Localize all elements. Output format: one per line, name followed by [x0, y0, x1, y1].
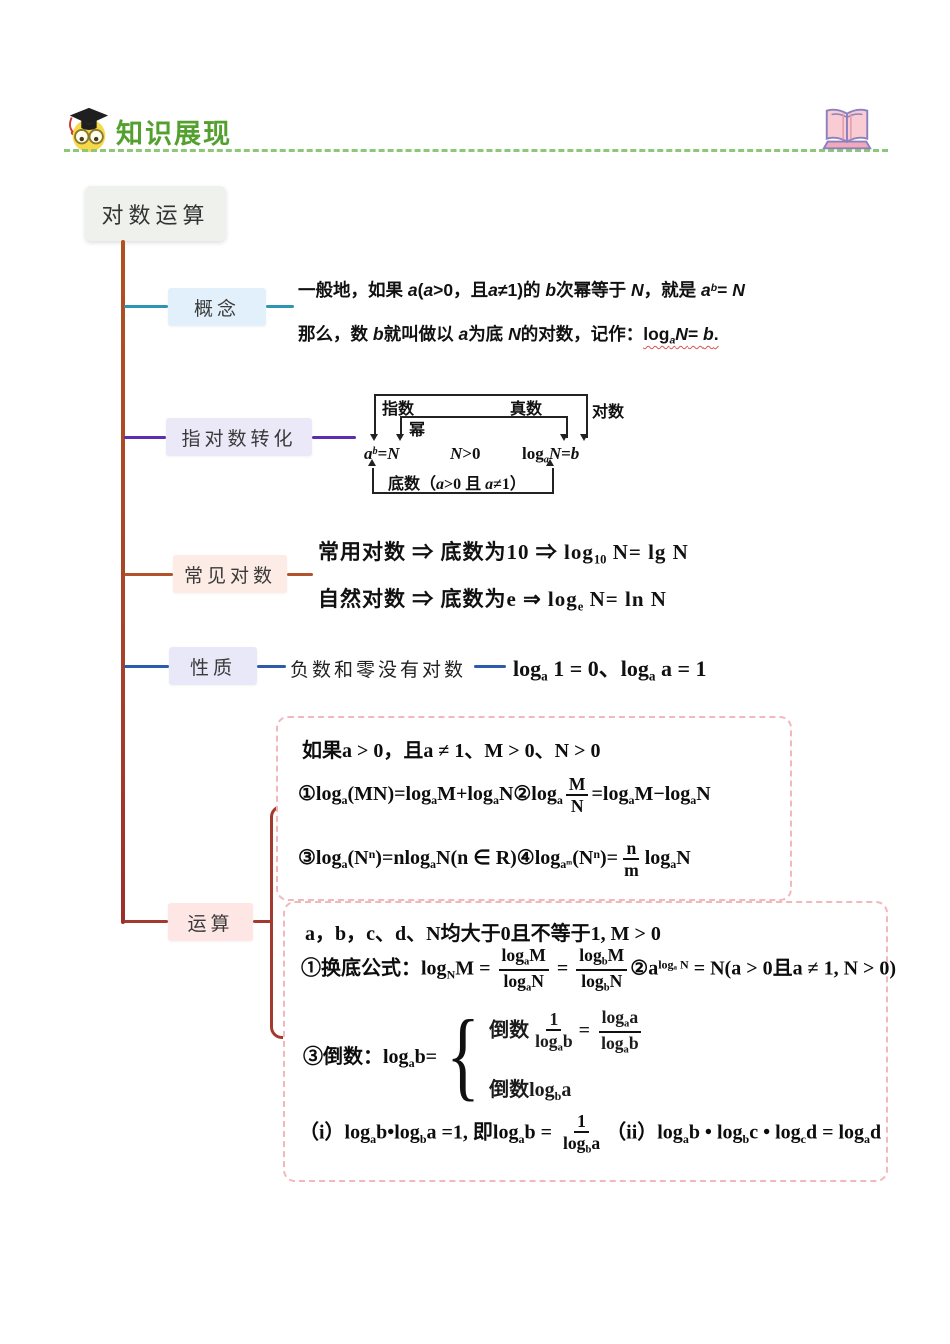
- conversion-diagram: 指数 真数 对数 幂 ab=N N>0 logaN=b 底数（a>0 且 a≠1…: [362, 386, 662, 508]
- header-divider: [64, 149, 888, 152]
- branch-line-property: [124, 665, 169, 668]
- arrow-up-icon: [368, 459, 376, 466]
- outer-bracket: [374, 394, 588, 438]
- reciprocal-label: ③倒数：logab=: [303, 1045, 438, 1071]
- label-power: 幂: [409, 422, 426, 439]
- concept-text-line2: 那么，数 b就叫做以 a为底 N的对数，记作：logaN= b.: [298, 321, 719, 347]
- base-bracket: [372, 468, 554, 494]
- reciprocal-case-2: 倒数logba: [489, 1078, 572, 1103]
- branch-line-conversion-right: [312, 436, 356, 439]
- node-operations: 运算: [168, 903, 253, 941]
- operations-formula-box-1: 如果a > 0，且a ≠ 1、M > 0、N > 0 ①loga(MN)=log…: [276, 716, 792, 901]
- root-node-logarithm-operations: 对数运算: [85, 186, 226, 241]
- branch-line-common: [124, 573, 173, 576]
- arrow-down-icon: [560, 434, 568, 441]
- common-log-line1: 常用对数 ⇒ 底数为10 ⇒ log10 N= lg N: [318, 540, 689, 567]
- natural-log-line2: 自然对数 ⇒ 底数为e ⇒ loge N= ln N: [318, 587, 667, 614]
- arrow-up-icon: [546, 459, 554, 466]
- box2-condition: a，b，c、d、N均大于0且不等于1, M > 0: [305, 923, 661, 945]
- arrow-down-icon: [580, 434, 588, 441]
- formula-logarithmic: logaN=b: [522, 444, 580, 466]
- arrow-down-icon: [396, 434, 404, 441]
- branch-line-conversion: [124, 436, 166, 439]
- node-common-logs: 常见对数: [173, 555, 287, 593]
- trunk-line: [121, 240, 125, 924]
- concept-line2-formula: logaN= b.: [643, 324, 719, 347]
- node-concept: 概念: [168, 288, 266, 326]
- concept-line2-prefix: 那么，数 b就叫做以 a为底 N的对数，记作：: [298, 324, 644, 344]
- operations-formula-box-2: a，b，c、d、N均大于0且不等于1, M > 0 ①换底公式：logNM = …: [283, 901, 896, 1182]
- scholar-graduate-emoji-icon: [69, 107, 109, 153]
- property-formula: loga 1 = 0、loga a = 1: [513, 656, 707, 684]
- label-base: 底数（a>0 且 a≠1）: [388, 476, 526, 493]
- left-brace-glyph: {: [446, 999, 480, 1111]
- branch-line-common-right: [287, 573, 313, 576]
- concept-text-line1: 一般地，如果 a(a>0，且a≠1)的 b次幂等于 N，就是 ab= N: [298, 280, 745, 300]
- branch-line-operations: [124, 920, 168, 923]
- property-text: 负数和零没有对数: [290, 660, 467, 681]
- label-argument: 真数: [510, 401, 543, 418]
- inner-bracket: [400, 416, 568, 438]
- branch-line-property-right: [474, 665, 506, 668]
- branch-line-concept-right: [266, 305, 294, 308]
- box1-condition: 如果a > 0，且a ≠ 1、M > 0、N > 0: [302, 740, 601, 762]
- node-property: 性质: [169, 647, 257, 685]
- label-exponent: 指数: [382, 401, 415, 418]
- branch-line-operations-right: [253, 920, 271, 923]
- page-title: 知识展现: [116, 119, 232, 149]
- open-book-icon: [822, 108, 872, 150]
- formula-domain: N>0: [450, 444, 481, 463]
- branch-line-concept: [124, 305, 168, 308]
- branch-line-property-mid: [257, 665, 286, 668]
- formula-exponential: ab=N: [364, 444, 400, 463]
- node-conversion: 指对数转化: [166, 418, 312, 456]
- arrow-down-icon: [370, 434, 378, 441]
- label-logarithm: 对数: [592, 404, 625, 421]
